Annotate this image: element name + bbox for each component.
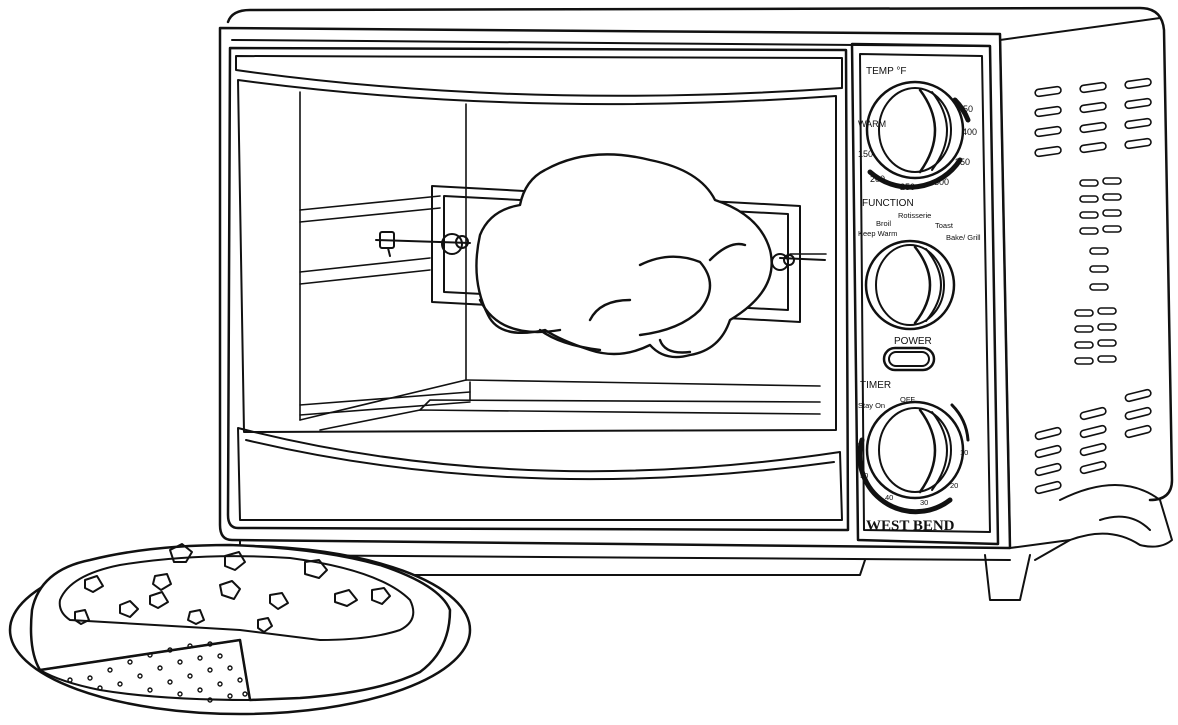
timer-tick-40: 40 [885,493,893,502]
function-option-bake-grill: Bake/ Grill [946,233,981,242]
timer-tick-20: 20 [950,481,958,490]
vent-group-upper [1034,77,1152,158]
door-window [237,79,837,433]
temp-tick-300: 300 [934,177,949,187]
vent-group-lower [1034,388,1152,495]
function-option-keep-warm: Keep Warm [858,229,897,238]
pizza-cut-slice [39,639,251,701]
brand-logo: WEST BEND [866,518,955,534]
pizza-pan-dots [67,641,248,703]
function-option-broil: Broil [876,219,891,228]
temp-label: TEMP °F [866,66,906,77]
timer-tick-60: 60 [856,441,864,450]
pizza-crust [29,543,452,702]
timer-tick-50: 50 [860,471,868,480]
temp-tick-350: 350 [955,157,970,167]
timer-label: TIMER [860,380,891,391]
power-button[interactable] [882,346,936,372]
function-label: FUNCTION [862,198,914,209]
timer-stay-on: Stay On [858,401,885,410]
vent-group-middle [1074,177,1122,365]
timer-tick-off: OFF [900,395,915,404]
door-handle [235,55,843,97]
temp-tick-150: 150 [858,149,873,159]
pizza-toppings [74,543,391,633]
timer-tick-10: 10 [960,448,968,457]
temp-tick-250: 250 [900,182,915,192]
temp-tick-200: 200 [870,174,885,184]
control-panel [850,42,1000,546]
oven-door [226,46,850,532]
temp-tick-400: 400 [962,127,977,137]
side-vents [1034,77,1152,495]
pizza [8,543,472,716]
roast-chicken [475,153,773,359]
temp-tick-450: 450 [958,104,973,114]
power-label: POWER [894,336,932,347]
function-option-rotisserie: Rotisserie [898,211,931,220]
temp-tick-warm: WARM [858,119,886,129]
timer-tick-30: 30 [920,498,928,507]
timer-knob[interactable] [857,400,970,515]
temperature-knob[interactable] [865,80,971,190]
function-knob[interactable] [864,239,956,331]
function-option-toast: Toast [935,221,954,230]
